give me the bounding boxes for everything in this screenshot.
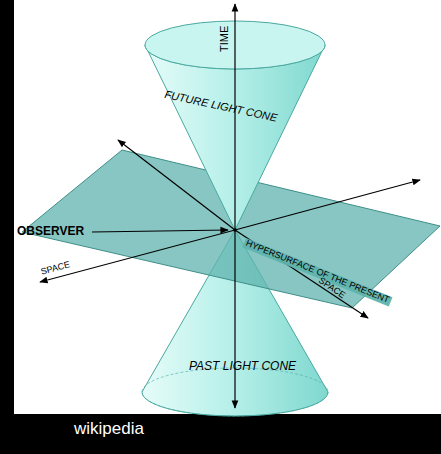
observer-label: OBSERVER — [17, 225, 84, 238]
source-credit: wikipedia — [74, 420, 144, 439]
axis-label: TIME — [218, 26, 230, 52]
region-label: PAST LIGHT CONE — [189, 360, 296, 373]
space-axis — [235, 180, 420, 230]
observer-leader — [92, 230, 228, 232]
time-axis — [234, 4, 235, 408]
observer-point — [233, 228, 237, 232]
